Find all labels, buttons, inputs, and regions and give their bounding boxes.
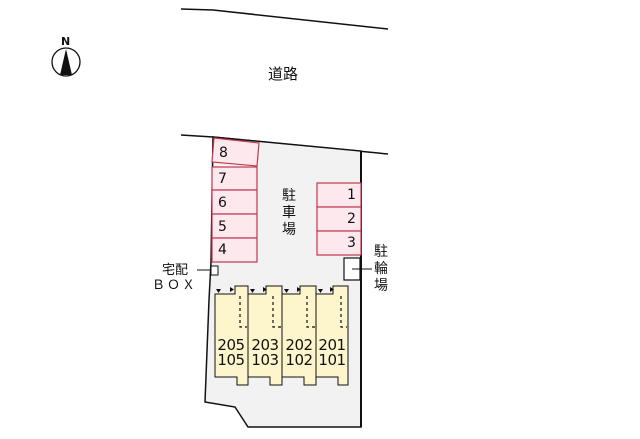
right-parking-slots [316,182,362,256]
unit-number-upper: 202 [285,336,313,354]
parking-slot-7: 7 [218,171,227,187]
parking-slot-6: 6 [218,195,227,211]
bicycle-label-char: 場 [374,278,388,294]
left-parking-slots [211,137,260,263]
parking-slot-3: 3 [347,235,356,251]
unit-label: 203 103 [248,338,282,368]
parking-label-char: 駐 [282,188,296,204]
road-label: 道路 [268,65,299,83]
delivery-box-marker [210,265,219,276]
unit-label: 202 102 [282,338,316,368]
bicycle-label-char: 駐 [374,244,388,260]
unit-number-lower: 101 [318,351,346,369]
delivery-box-label: 宅配 [158,263,198,278]
parking-slot-5: 5 [218,219,227,235]
parking-slot-2: 2 [347,211,356,227]
parking-label-char: 車 [282,205,296,221]
unit-label: 201 101 [315,338,349,368]
parking-label: 駐 車 場 [281,188,297,239]
unit-number-lower: 105 [217,351,245,369]
bicycle-parking-label: 駐 輪 場 [373,244,389,295]
north-arrow-icon [51,47,81,77]
unit-number-upper: 203 [251,336,279,354]
parking-slot-4: 4 [218,242,227,258]
unit-number-upper: 201 [318,336,346,354]
parking-slot-8: 8 [219,145,228,161]
delivery-box-label-line1: 宅配 [162,263,189,278]
unit-number-upper: 205 [217,336,245,354]
unit-label: 205 105 [214,338,248,368]
bicycle-label-char: 輪 [374,261,388,277]
parking-slot-1: 1 [347,187,356,203]
delivery-box-label-box: ＢＯＸ [152,278,198,293]
parking-label-char: 場 [282,222,296,238]
road-edge-top [180,8,389,30]
unit-number-lower: 103 [251,351,279,369]
compass-north-label: N [61,35,71,48]
unit-number-lower: 102 [285,351,313,369]
